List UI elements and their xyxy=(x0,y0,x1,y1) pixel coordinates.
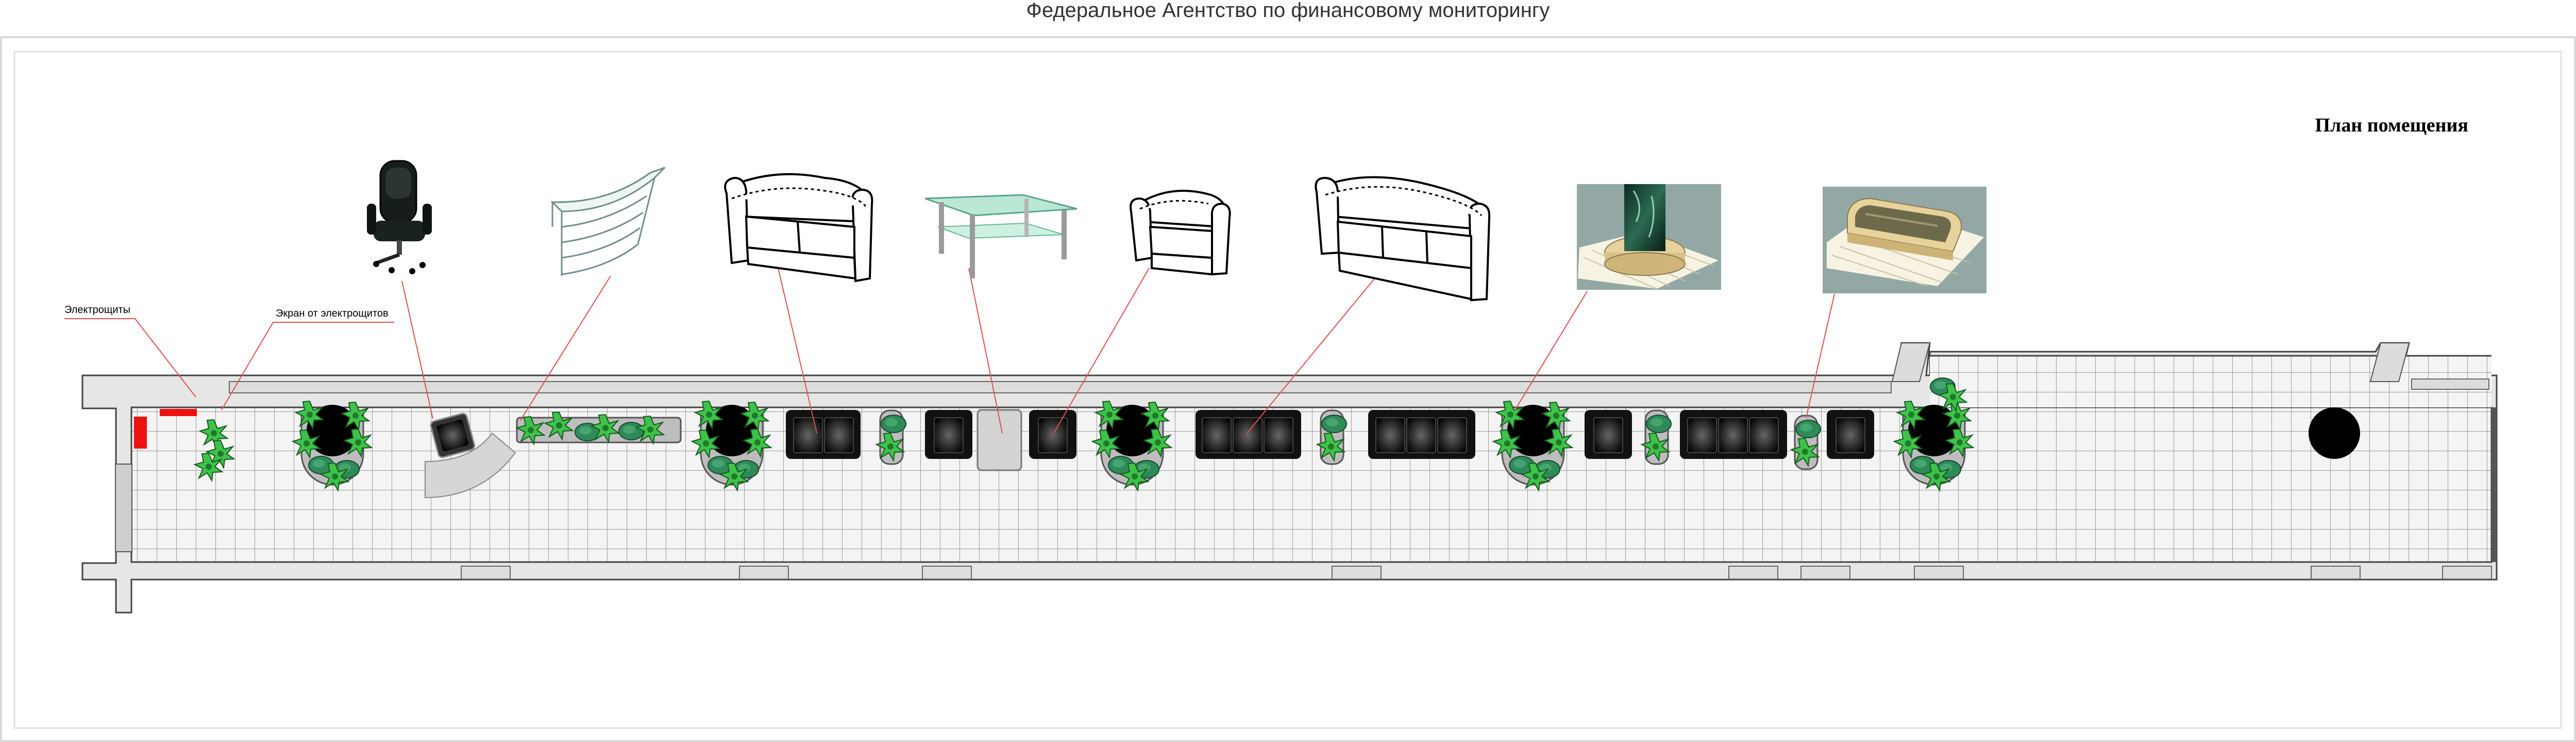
office-chair-icon xyxy=(367,160,432,274)
sofa-3seat-3 xyxy=(1680,410,1787,459)
tiled-floor-annex xyxy=(1930,356,2491,407)
small-planter-3 xyxy=(1642,410,1671,464)
left-door xyxy=(115,464,132,552)
wall-strip-right xyxy=(2411,378,2489,390)
armchair-4 xyxy=(1827,410,1874,459)
armchair-icon xyxy=(1130,190,1231,276)
wall-pier-right xyxy=(2369,342,2410,382)
long-planter-box xyxy=(516,411,682,444)
document-title: Федеральное Агентство по финансовому мон… xyxy=(1026,0,1550,22)
label-panel-screen: Экран от электрощитов xyxy=(276,308,389,319)
glass-reception-counter-icon xyxy=(550,167,666,276)
column xyxy=(2309,407,2360,459)
armchair-3 xyxy=(1585,410,1632,459)
tiled-floor xyxy=(130,406,2493,563)
wall-pier-left xyxy=(1891,342,1931,382)
wall-planter-render-icon xyxy=(1823,187,1986,293)
sheet-outer-frame xyxy=(0,36,2576,742)
armchair-2 xyxy=(1029,410,1076,459)
plan-title: План помещения xyxy=(2315,114,2469,136)
plan-coffee-table xyxy=(976,409,1022,471)
reception-counter xyxy=(425,432,516,499)
three-seat-sofa-icon xyxy=(1315,176,1491,302)
small-planter-4 xyxy=(1791,416,1821,469)
sofa-3seat-1 xyxy=(1196,410,1301,459)
electric-panel-top xyxy=(160,409,197,416)
leader-lines xyxy=(64,268,1835,434)
small-planter-1 xyxy=(877,410,906,464)
sofa-3seat-2 xyxy=(1368,410,1475,459)
sofa-2seat-1 xyxy=(786,410,861,459)
label-electric-panels: Электрощиты xyxy=(64,304,130,316)
small-planter-2 xyxy=(1317,410,1346,464)
plan-office-chair xyxy=(430,413,476,458)
wall-strip xyxy=(229,381,1892,393)
radiators xyxy=(461,566,2492,580)
two-seat-sofa-icon xyxy=(724,173,873,283)
sheet-inner-frame xyxy=(13,51,2562,729)
glass-coffee-table-icon xyxy=(924,194,1077,278)
column-planter-render-icon xyxy=(1577,184,1721,290)
armchair-1 xyxy=(925,410,972,459)
right-edge-wall xyxy=(2491,407,2497,562)
electric-panel-side xyxy=(134,417,147,449)
